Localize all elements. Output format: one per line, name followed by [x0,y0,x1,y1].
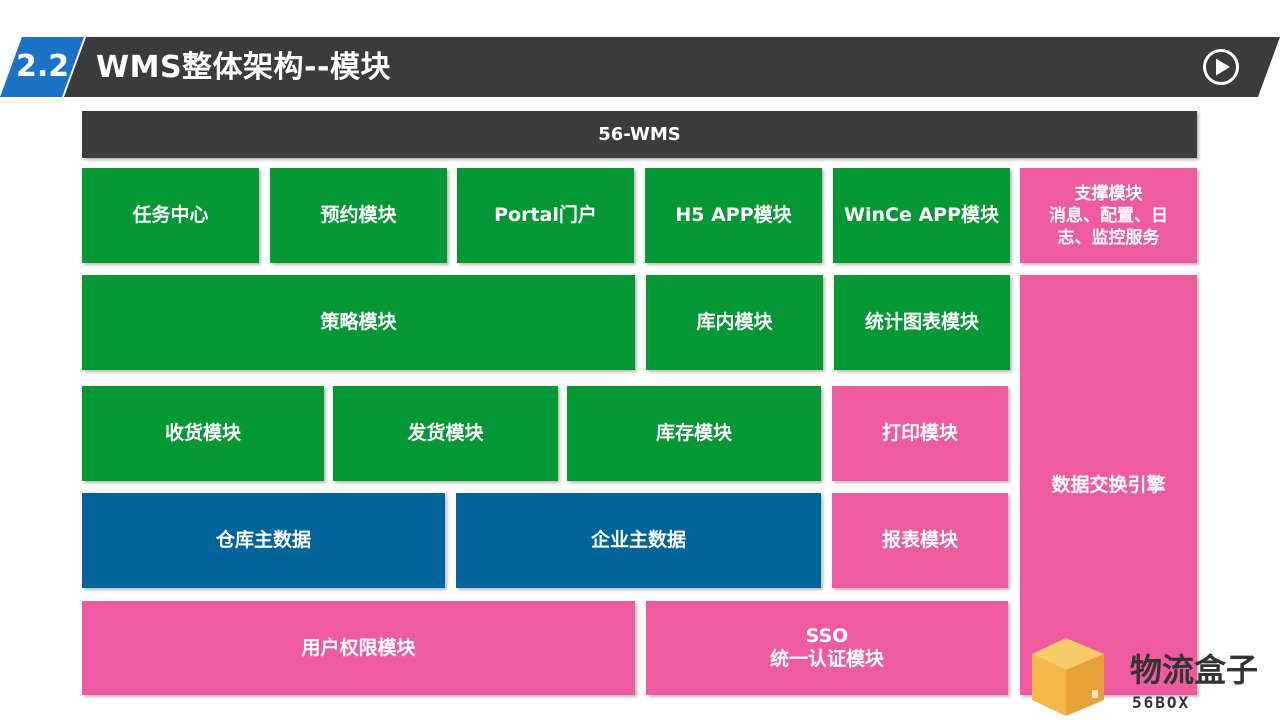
module-user-permission: 用户权限模块 [82,601,635,695]
header-title-band [64,37,1280,97]
section-number: 2.2 [16,49,70,84]
support-desc: 消息、配置、日志、监控服务 [1049,205,1168,248]
module-portal: Portal门户 [457,168,634,263]
module-enterprise-master: 企业主数据 [456,493,821,588]
module-print: 打印模块 [832,386,1008,481]
module-shipping: 发货模块 [333,386,558,481]
support-title: 支撑模块 [1074,183,1143,204]
module-sso: SSO 统一认证模块 [646,601,1008,695]
module-h5-app: H5 APP模块 [645,168,822,263]
module-support: 支撑模块 消息、配置、日志、监控服务 [1020,168,1197,263]
module-wince-app: WinCe APP模块 [833,168,1010,263]
box-logo-icon: 物流盒子 56BOX [1032,638,1258,716]
module-receiving: 收货模块 [82,386,324,481]
sso-title: SSO [805,625,849,647]
module-data-exchange: 数据交换引擎 [1020,275,1197,695]
module-inventory: 库存模块 [567,386,821,481]
module-stats-chart: 统计图表模块 [834,275,1010,370]
module-strategy: 策略模块 [82,275,635,370]
module-booking: 预约模块 [270,168,447,263]
watermark-name: 物流盒子 [1130,651,1258,689]
play-circle-icon[interactable] [1202,48,1240,86]
sso-desc: 统一认证模块 [769,648,884,670]
module-in-warehouse: 库内模块 [646,275,823,370]
page-title: WMS整体架构--模块 [96,50,391,85]
watermark-sub: 56BOX [1132,693,1190,712]
wms-top-bar: 56-WMS [82,111,1197,158]
module-report: 报表模块 [832,493,1008,588]
module-warehouse-master: 仓库主数据 [82,493,445,588]
module-task-center: 任务中心 [82,168,259,263]
